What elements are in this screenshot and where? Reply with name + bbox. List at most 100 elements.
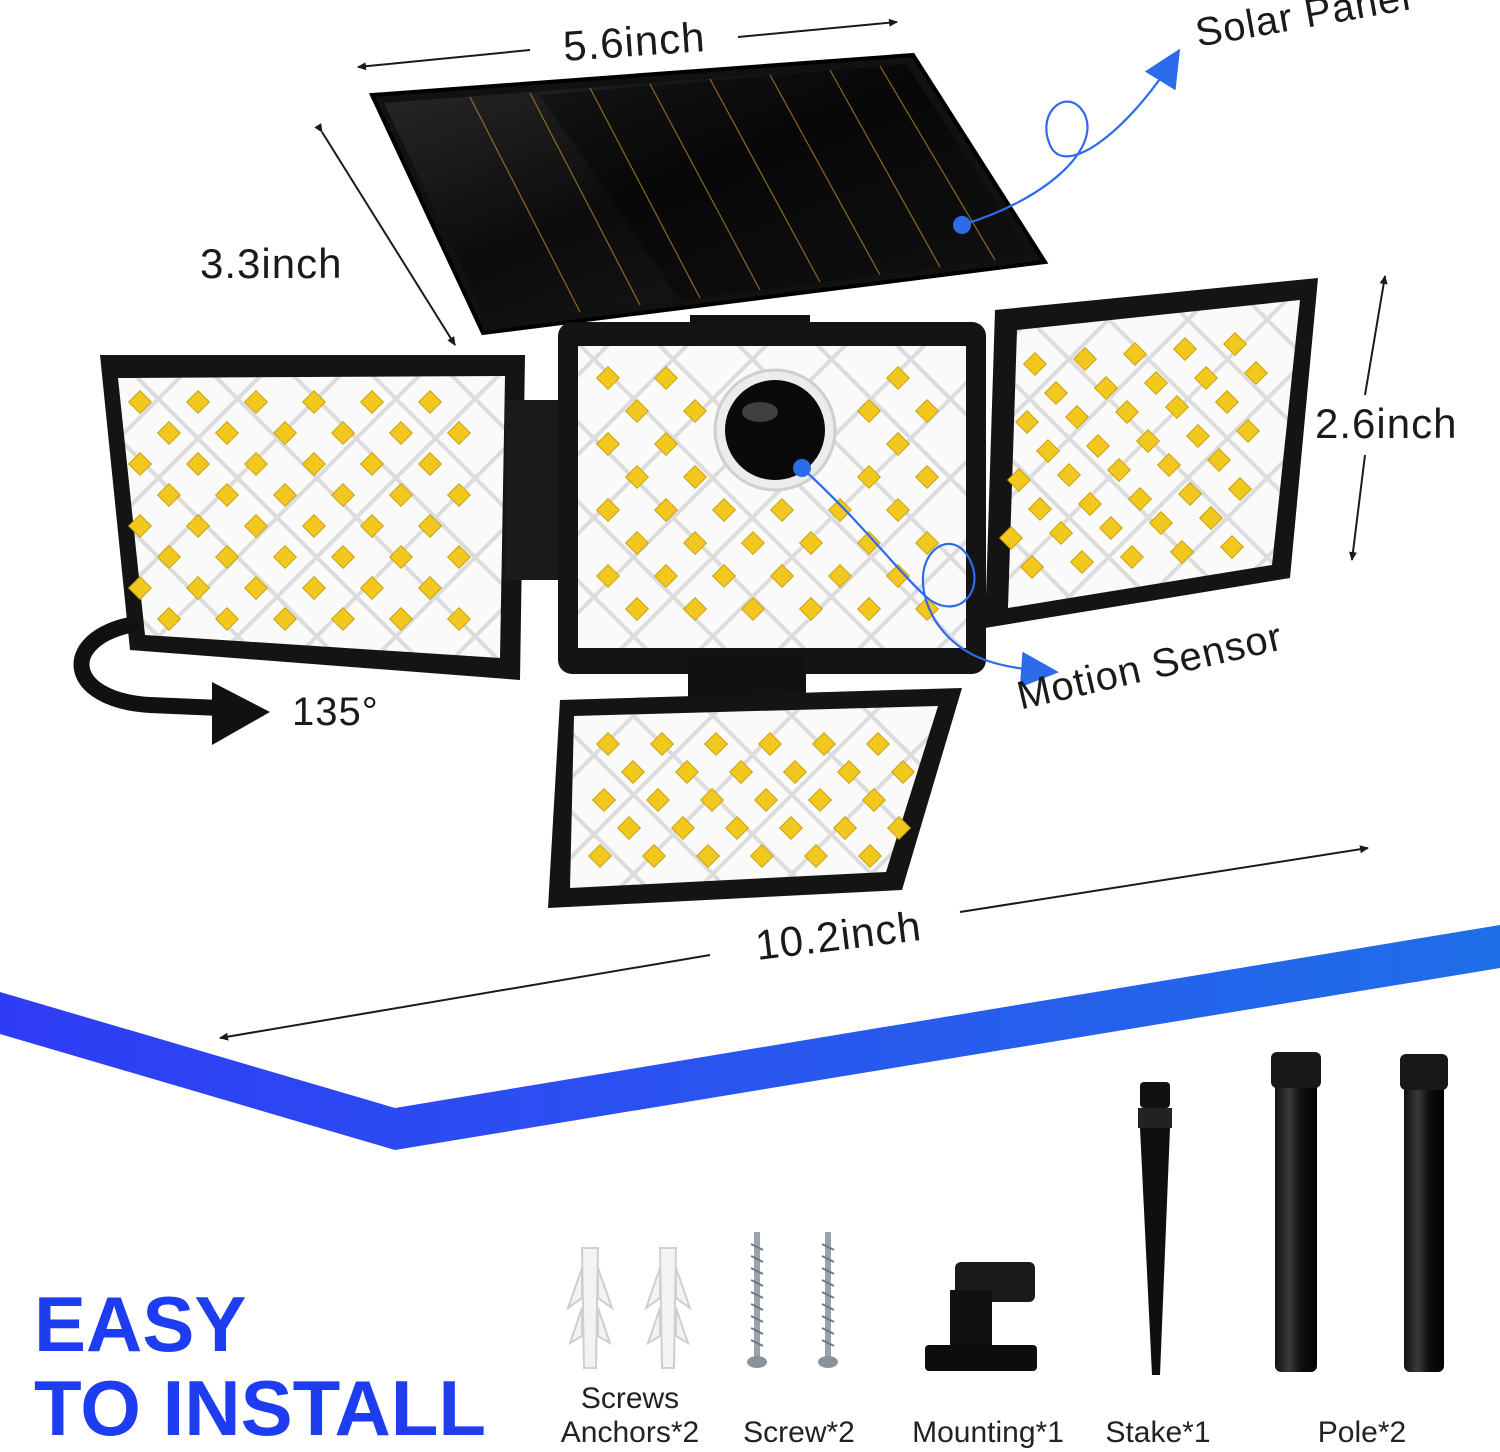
led-chip [1185,423,1211,449]
led-chip [127,389,153,415]
led-chip [388,420,414,446]
led-chip [886,815,912,841]
led-chip [653,563,679,589]
led-chip [653,497,679,523]
led-chip [595,365,621,391]
led-chip [446,544,472,570]
led-chip [388,606,414,632]
bottom-light-panel [548,655,962,908]
led-chip [807,787,833,813]
led-chip [856,398,882,424]
led-chip [757,731,783,757]
led-chip [243,451,269,477]
led-chip [803,843,829,869]
led-chip [740,596,766,622]
led-chip [359,451,385,477]
headline-line-1: EASY [34,1280,247,1368]
screw-label: Screw*2 [743,1416,855,1449]
screws [747,1232,838,1368]
led-chip [359,575,385,601]
led-chip [1206,447,1232,473]
led-chip [857,843,883,869]
led-chip [998,525,1024,551]
anchors-label-line-2: Anchors*2 [560,1416,700,1449]
motion-sensor-callout-arrow [801,467,1059,688]
led-chip [1156,452,1182,478]
led-chip [856,596,882,622]
led-chip [1172,336,1198,362]
led-chip [798,530,824,556]
led-chip [682,596,708,622]
led-chip [185,575,211,601]
led-chip [1193,365,1219,391]
led-chip [243,389,269,415]
led-chip [1219,534,1245,560]
led-chip [1022,351,1048,377]
led-chip [1056,462,1082,488]
led-chip [595,563,621,589]
led-chip [1019,554,1045,580]
led-chip [127,575,153,601]
led-chip [156,420,182,446]
led-chip [836,759,862,785]
pole-label: Pole*2 [1317,1416,1407,1449]
callout-arrows [793,48,1181,688]
led-chip [1135,428,1161,454]
led-chip [624,398,650,424]
total-dimension-line-right [959,845,1369,913]
panel-width-label: 5.6inch [561,13,707,70]
led-chip [301,451,327,477]
led-chip [1048,520,1074,546]
led-chip [127,451,153,477]
depth-dimension-line [314,123,456,346]
led-chip [595,731,621,757]
led-chip [214,606,240,632]
led-chip [595,497,621,523]
led-chip [595,431,621,457]
led-chip [861,787,887,813]
panel-depth-label: 3.3inch [200,240,343,287]
led-chip [624,464,650,490]
stake-label: Stake*1 [1105,1416,1211,1449]
led-chip [214,482,240,508]
led-chip [1198,505,1224,531]
led-chip [1177,481,1203,507]
led-chip [1127,486,1153,512]
led-chip [914,464,940,490]
led-chip [1093,375,1119,401]
led-chip [330,544,356,570]
led-chip [856,464,882,490]
rotation-angle-label: 135° [292,690,379,734]
led-chip [1006,467,1032,493]
width-dimension-line-left [357,49,531,71]
led-chip [682,398,708,424]
led-chip [703,731,729,757]
led-chip [885,365,911,391]
led-chip [587,843,613,869]
led-chip [1106,457,1132,483]
motion-sensor [713,368,837,492]
led-chip [1077,491,1103,517]
led-chip [446,482,472,508]
led-chip [1164,394,1190,420]
led-chip [753,787,779,813]
led-chip [914,398,940,424]
led-chip [417,389,443,415]
led-chip [243,513,269,539]
led-chip [641,843,667,869]
led-chip [1122,341,1148,367]
led-chip [798,596,824,622]
led-chip [388,482,414,508]
led-chip [649,731,675,757]
led-chip [682,530,708,556]
led-chip [127,513,153,539]
led-chip [695,843,721,869]
led-chip [185,513,211,539]
led-chip [653,431,679,457]
dimension-lines [219,18,1388,1041]
led-chip [711,563,737,589]
led-chip [653,365,679,391]
mounting-label: Mounting*1 [912,1416,1064,1449]
led-chip [1235,418,1261,444]
led-chip [1098,515,1124,541]
